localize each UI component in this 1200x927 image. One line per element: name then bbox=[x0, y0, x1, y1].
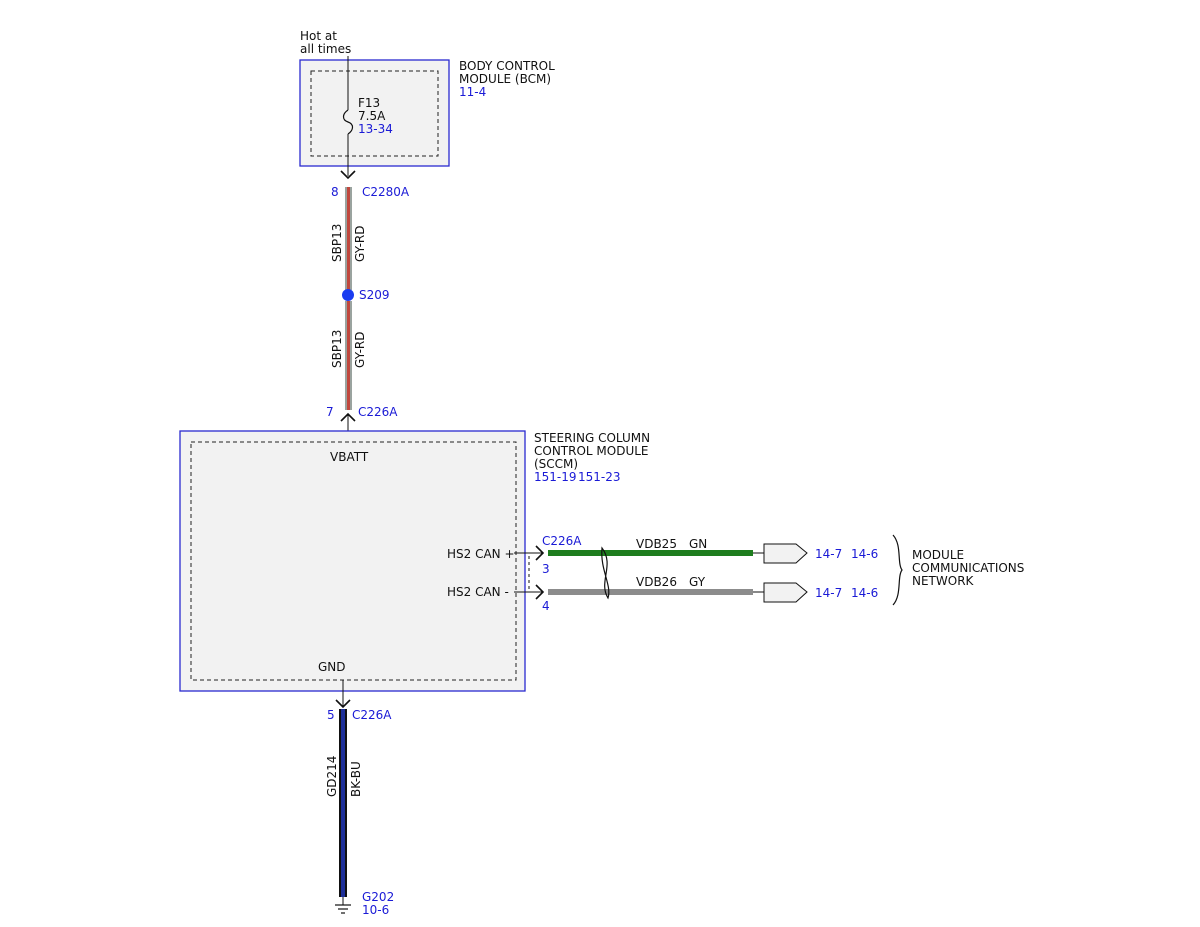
can-connector-pin-minus: 4 bbox=[542, 599, 550, 613]
wire-vdb25[interactable] bbox=[548, 550, 753, 556]
wire-sbp13-lower[interactable] bbox=[345, 301, 352, 410]
bcm-name-line1: BODY CONTROL bbox=[459, 59, 555, 73]
wire-gd214-color: BK-BU bbox=[349, 761, 363, 797]
bcm-inner-boundary bbox=[310, 70, 439, 157]
network-name-line1: MODULE bbox=[912, 548, 964, 562]
sccm-ref1-link[interactable]: 151-19 bbox=[534, 470, 577, 484]
sccm-can-minus-label: HS2 CAN - bbox=[447, 585, 509, 599]
fuse-ref-link[interactable]: 13-34 bbox=[358, 122, 393, 136]
wire-vdb25-color: GN bbox=[689, 537, 707, 551]
bcm-module-box[interactable] bbox=[299, 59, 450, 167]
wire-sbp13-upper[interactable] bbox=[345, 187, 352, 290]
network-name-line3: NETWORK bbox=[912, 574, 975, 588]
can-minus-arrow-icon bbox=[535, 584, 545, 600]
can-plus-continuation-icon[interactable] bbox=[763, 543, 808, 564]
fuse-rating: 7.5A bbox=[358, 109, 386, 123]
bcm-name-line2: MODULE (BCM) bbox=[459, 72, 551, 86]
c226a-vbatt-name[interactable]: C226A bbox=[358, 405, 398, 419]
network-brace-icon bbox=[892, 534, 903, 606]
sccm-gnd-label: GND bbox=[318, 660, 346, 674]
can-connector-name[interactable]: C226A bbox=[542, 534, 582, 548]
c226a-gnd-name[interactable]: C226A bbox=[352, 708, 392, 722]
wire-gd214[interactable] bbox=[339, 709, 347, 897]
c2280a-pin: 8 bbox=[331, 185, 339, 199]
can-minus-ref1-link[interactable]: 14-7 bbox=[815, 586, 842, 600]
ground-icon[interactable] bbox=[335, 897, 351, 914]
wire-vdb26[interactable] bbox=[548, 589, 753, 595]
splice-name[interactable]: S209 bbox=[359, 288, 390, 302]
sccm-name-line1: STEERING COLUMN bbox=[534, 431, 650, 445]
wire-upper-color: GY-RD bbox=[353, 225, 367, 262]
can-plus-ref2-link[interactable]: 14-6 bbox=[851, 547, 878, 561]
splice-dot-icon[interactable] bbox=[342, 289, 354, 301]
wire-upper-circuit: SBP13 bbox=[330, 224, 344, 262]
sccm-ref2-link[interactable]: 151-23 bbox=[578, 470, 621, 484]
ground-name[interactable]: G202 bbox=[362, 890, 394, 904]
sccm-module-box[interactable] bbox=[179, 430, 526, 692]
can-minus-ref2-link[interactable]: 14-6 bbox=[851, 586, 878, 600]
sccm-inner-boundary bbox=[190, 441, 517, 681]
fuse-id: F13 bbox=[358, 96, 380, 110]
hot-at-all-times-line1: Hot at bbox=[300, 29, 337, 43]
wire-lower-color: GY-RD bbox=[353, 331, 367, 368]
wire-lower-circuit: SBP13 bbox=[330, 330, 344, 368]
c2280a-name[interactable]: C2280A bbox=[362, 185, 410, 199]
sccm-name-line3: (SCCM) bbox=[534, 457, 578, 471]
sccm-name-line2: CONTROL MODULE bbox=[534, 444, 649, 458]
sccm-vbatt-label: VBATT bbox=[330, 450, 369, 464]
wire-gd214-circuit: GD214 bbox=[325, 756, 339, 797]
connector-c226a-gnd-arrow-icon bbox=[335, 699, 351, 709]
wire-vdb26-color: GY bbox=[689, 575, 706, 589]
hot-at-all-times-line2: all times bbox=[300, 42, 351, 56]
twisted-pair-icon bbox=[601, 546, 610, 600]
wire-vdb25-circuit: VDB25 bbox=[636, 537, 677, 551]
ground-ref-link[interactable]: 10-6 bbox=[362, 903, 389, 917]
bcm-ref-link[interactable]: 11-4 bbox=[459, 85, 486, 99]
can-plus-ref1-link[interactable]: 14-7 bbox=[815, 547, 842, 561]
network-name-line2: COMMUNICATIONS bbox=[912, 561, 1024, 575]
can-minus-continuation-icon[interactable] bbox=[763, 582, 808, 603]
connector-c2280a-arrow-icon bbox=[340, 170, 356, 180]
c226a-vbatt-pin: 7 bbox=[326, 405, 334, 419]
sccm-can-plus-label: HS2 CAN + bbox=[447, 547, 515, 561]
fuse-icon bbox=[342, 109, 354, 135]
wire-vdb26-circuit: VDB26 bbox=[636, 575, 677, 589]
can-connector-pin-plus: 3 bbox=[542, 562, 550, 576]
can-plus-arrow-icon bbox=[535, 545, 545, 561]
c226a-gnd-pin: 5 bbox=[327, 708, 335, 722]
